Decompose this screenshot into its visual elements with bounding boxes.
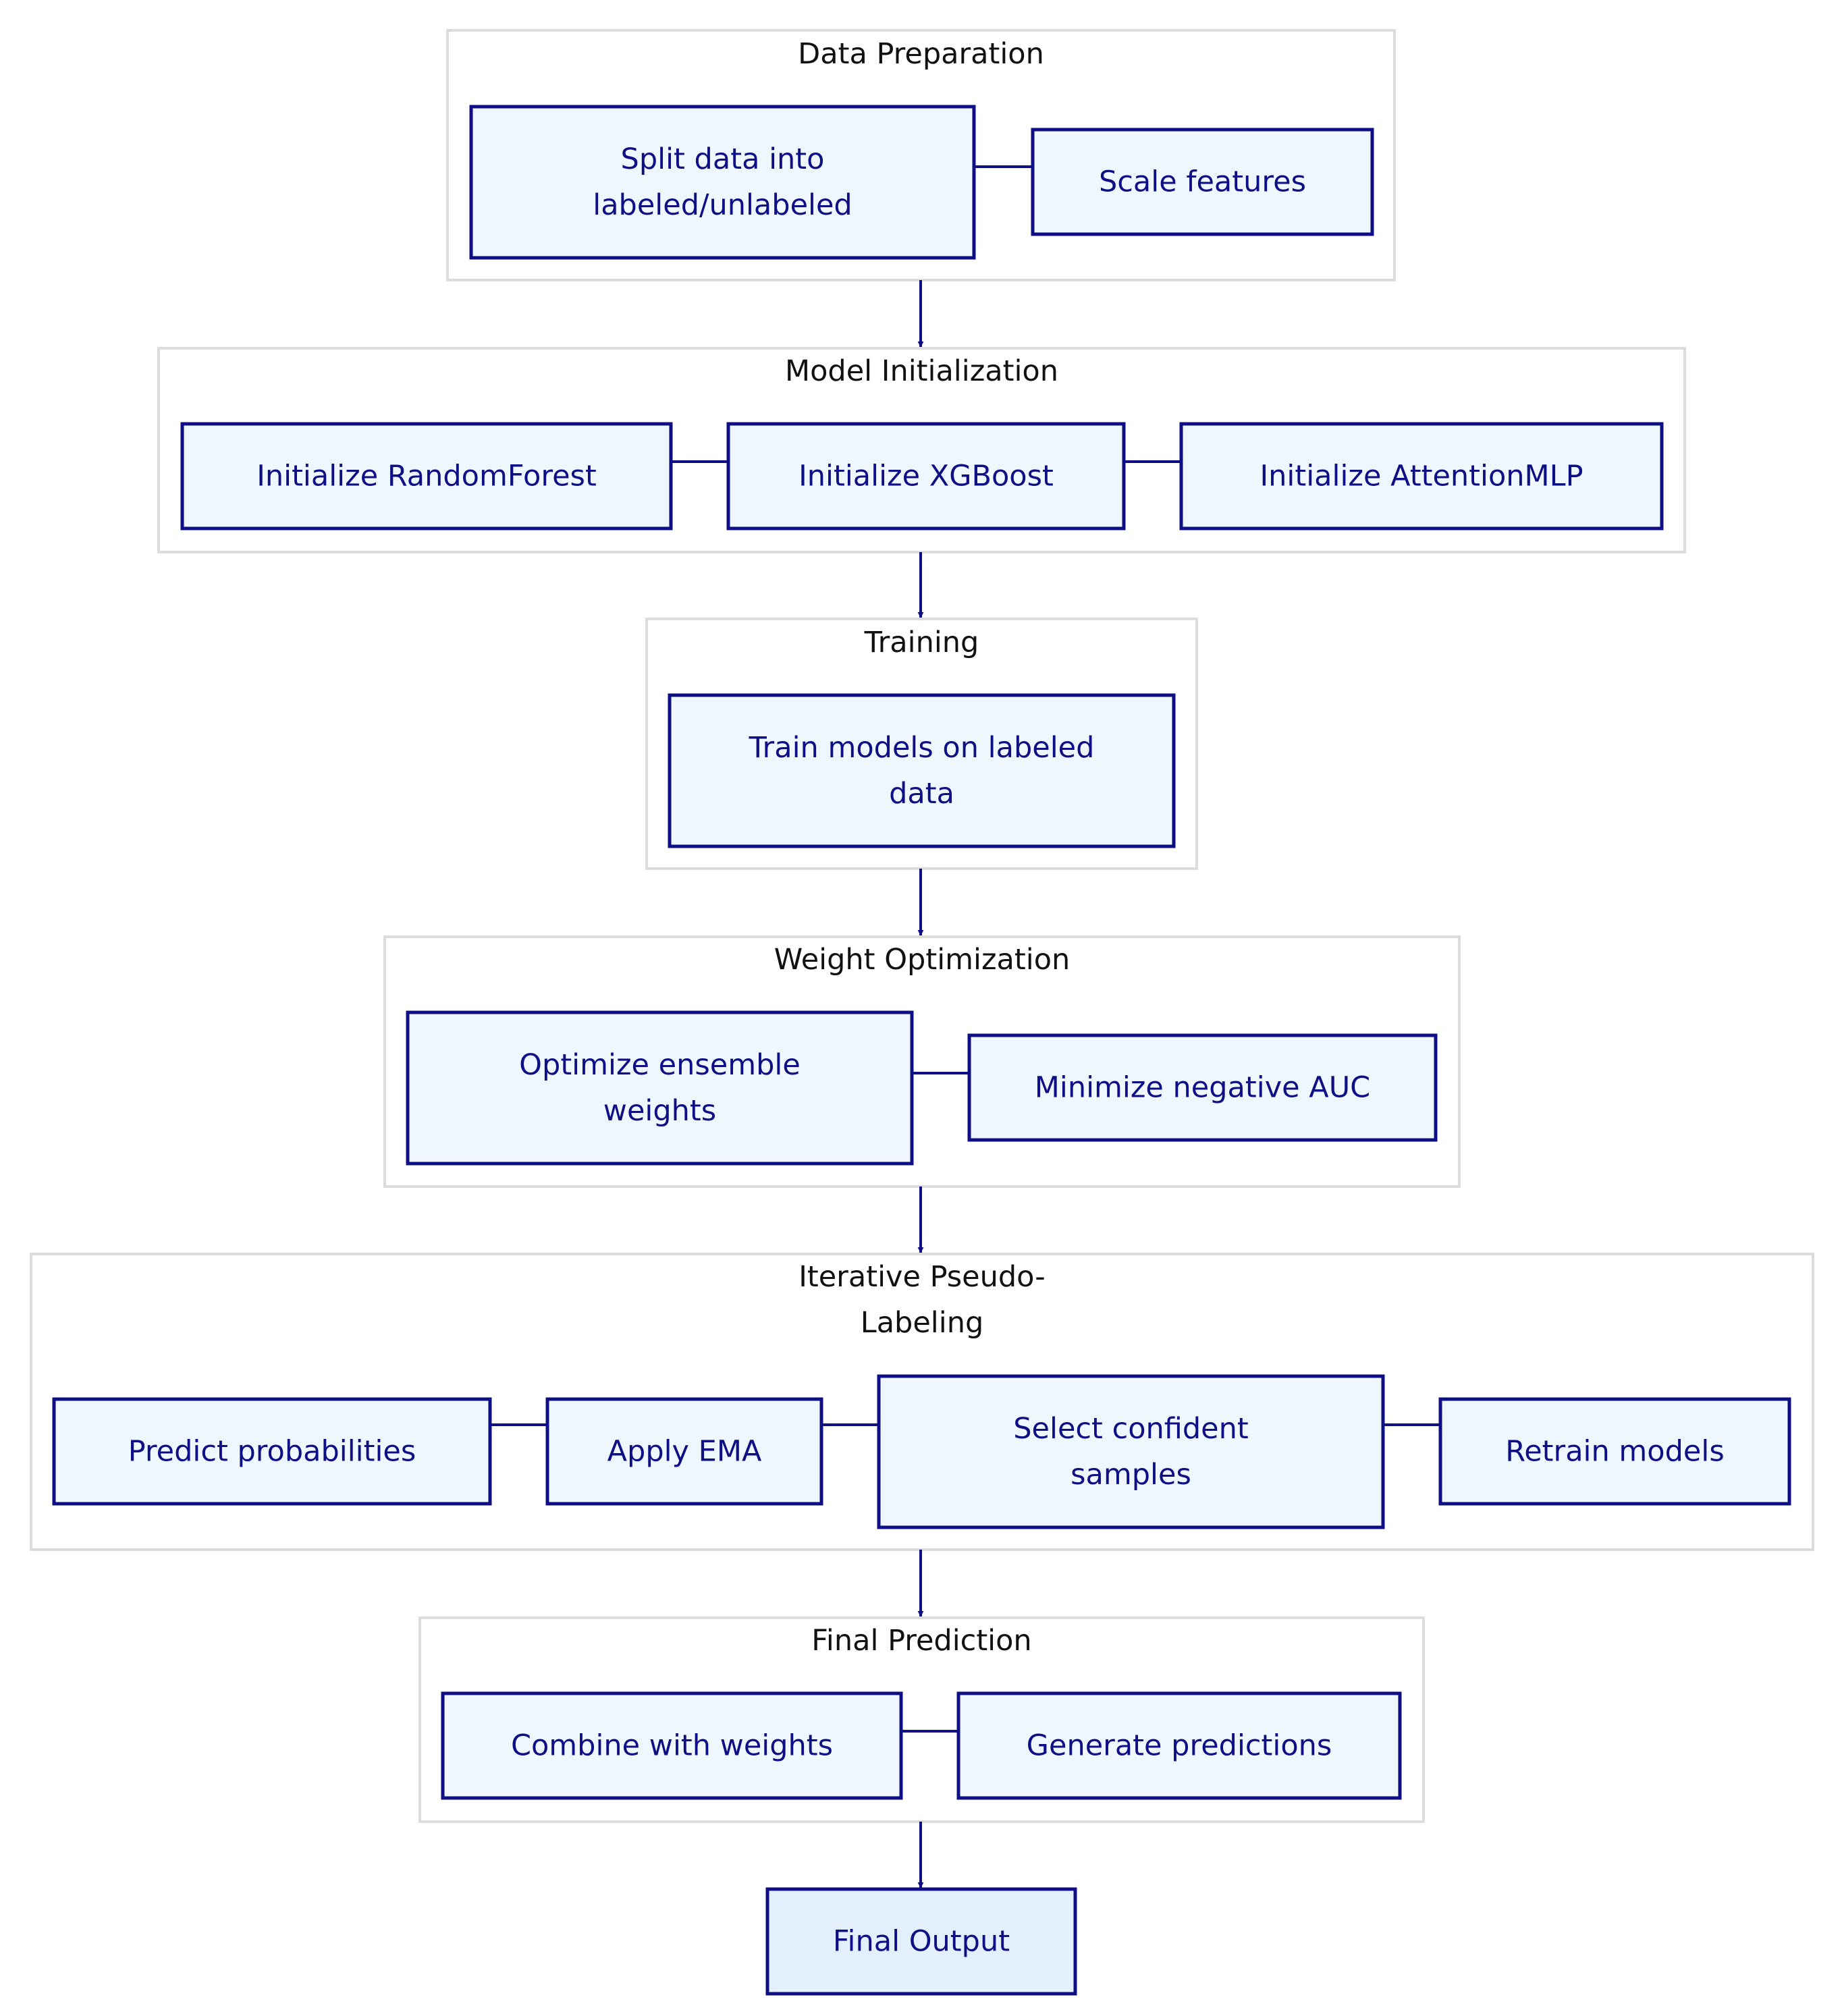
node-label: labeled/unlabeled: [593, 188, 852, 222]
node-retrain-models: Retrain models: [1438, 1397, 1791, 1506]
node-box: [877, 1374, 1385, 1529]
node-label: Train models on labeled: [749, 731, 1095, 765]
node-apply-ema: Apply EMA: [545, 1397, 823, 1506]
node-generate-predictions: Generate predictions: [956, 1691, 1402, 1800]
node-box: [441, 1691, 903, 1800]
stage-title: Final Prediction: [811, 1624, 1031, 1658]
node-final-output: Final Output: [765, 1887, 1077, 1996]
node-label: Minimize negative AUC: [1035, 1071, 1370, 1105]
node-box: [1179, 422, 1664, 530]
node-box: [956, 1691, 1402, 1800]
node-scale-features: Scale features: [1031, 128, 1374, 236]
node-box: [545, 1397, 823, 1506]
node-label: Generate predictions: [1027, 1729, 1332, 1763]
node-init-randomforest: Initialize RandomForest: [180, 422, 673, 530]
stage-title: Model Initialization: [785, 354, 1058, 388]
stage-title: Labeling: [861, 1306, 984, 1340]
stage-title: Iterative Pseudo-: [798, 1260, 1046, 1294]
node-select-confident: Select confident samples: [877, 1374, 1385, 1529]
node-label: weights: [603, 1094, 716, 1128]
node-optimize-weights: Optimize ensemble weights: [406, 1010, 914, 1166]
node-label: Initialize AttentionMLP: [1259, 460, 1583, 493]
node-box: [765, 1887, 1077, 1996]
node-init-xgboost: Initialize XGBoost: [726, 422, 1126, 530]
node-combine-weights: Combine with weights: [441, 1691, 903, 1800]
node-box: [469, 105, 976, 260]
node-label: Retrain models: [1505, 1435, 1724, 1469]
node-label: Apply EMA: [607, 1435, 762, 1469]
node-minimize-auc: Minimize negative AUC: [967, 1033, 1438, 1142]
node-train-models: Train models on labeled data: [668, 693, 1176, 848]
node-label: Select confident: [1013, 1412, 1248, 1446]
node-label: Initialize RandomForest: [256, 460, 597, 493]
node-box: [1031, 128, 1374, 236]
node-box: [180, 422, 673, 530]
stage-title: Data Preparation: [798, 37, 1044, 71]
node-box: [406, 1010, 914, 1166]
node-split-data: Split data into labeled/unlabeled: [469, 105, 976, 260]
node-box: [668, 693, 1176, 848]
node-label: data: [889, 777, 954, 811]
node-label: Scale features: [1099, 165, 1306, 199]
stage-title: Weight Optimization: [774, 943, 1071, 977]
node-label: samples: [1071, 1458, 1191, 1492]
node-label: Split data into: [621, 142, 825, 176]
node-box: [52, 1397, 492, 1506]
node-label: Combine with weights: [511, 1729, 833, 1763]
node-label: Optimize ensemble: [519, 1048, 801, 1082]
node-label: Final Output: [833, 1925, 1010, 1959]
node-box: [726, 422, 1126, 530]
node-label: Predict probabilities: [128, 1435, 416, 1469]
node-init-attentionmlp: Initialize AttentionMLP: [1179, 422, 1664, 530]
node-predict-probabilities: Predict probabilities: [52, 1397, 492, 1506]
stage-title: Training: [864, 626, 979, 659]
node-box: [967, 1033, 1438, 1142]
node-box: [1438, 1397, 1791, 1506]
node-label: Initialize XGBoost: [798, 460, 1054, 493]
